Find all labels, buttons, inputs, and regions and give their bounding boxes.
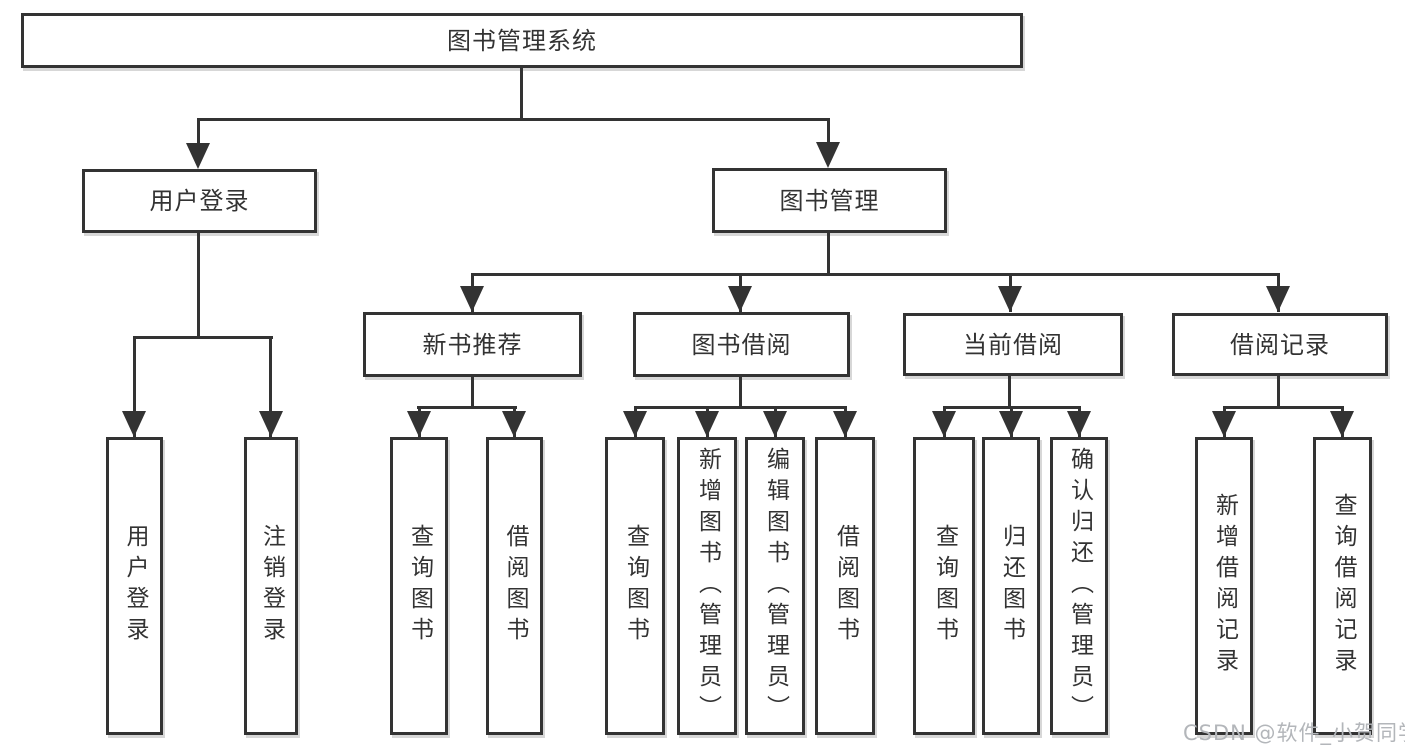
leaf-user-login: 用户登录: [106, 437, 163, 735]
node-borrow-records: 借阅记录: [1172, 313, 1388, 376]
node-library-system: 图书管理系统: [21, 13, 1023, 68]
connector-root-to-user: [197, 118, 200, 152]
connector-newrec-stem: [471, 377, 474, 408]
leaf-current-query-books: 查询图书: [913, 437, 975, 735]
node-book-borrow: 图书借阅: [633, 312, 850, 377]
arrow-down-icon: [999, 411, 1023, 437]
connector-user-bus: [133, 336, 273, 339]
arrow-down-icon: [407, 411, 431, 437]
connector-book-stem: [827, 233, 830, 275]
node-book-management: 图书管理: [712, 168, 947, 233]
arrow-down-icon: [460, 286, 484, 312]
connector-borrow-bus: [634, 406, 846, 409]
arrow-down-icon: [833, 411, 857, 437]
arrow-down-icon: [728, 286, 752, 312]
connector-root-bus: [197, 118, 830, 121]
connector-user-stem: [197, 233, 200, 338]
leaf-borrow-borrow-books: 借阅图书: [815, 437, 875, 735]
leaf-logout: 注销登录: [244, 437, 298, 735]
arrow-down-icon: [1330, 411, 1354, 437]
arrow-down-icon: [623, 411, 647, 437]
connector-user-to-login: [133, 336, 136, 437]
node-current-borrow: 当前借阅: [903, 313, 1123, 376]
leaf-borrow-query-books: 查询图书: [605, 437, 665, 735]
arrow-down-icon: [1067, 411, 1091, 437]
node-new-book-recommend: 新书推荐: [363, 312, 582, 377]
arrow-down-icon: [763, 411, 787, 437]
leaf-current-return-books: 归还图书: [982, 437, 1040, 735]
connector-records-bus: [1223, 406, 1344, 409]
arrow-down-icon: [122, 411, 146, 437]
connector-borrow-stem: [739, 377, 742, 408]
arrow-down-icon: [695, 411, 719, 437]
arrow-down-icon: [998, 286, 1022, 312]
arrow-down-icon: [932, 411, 956, 437]
leaf-current-confirm-return-admin: 确认归还（管理员）: [1050, 437, 1108, 735]
connector-records-stem: [1277, 376, 1280, 408]
arrow-down-icon: [1212, 411, 1236, 437]
node-user-login: 用户登录: [82, 169, 317, 233]
watermark: CSDN @软件_小贺同学: [1183, 721, 1405, 745]
connector-user-to-logout: [269, 336, 272, 437]
leaf-records-query-record: 查询借阅记录: [1313, 437, 1372, 735]
connector-current-stem: [1008, 376, 1011, 408]
connector-newrec-bus: [417, 406, 517, 409]
leaf-recommend-borrow-books: 借阅图书: [486, 437, 543, 735]
arrow-down-icon: [186, 143, 210, 169]
leaf-records-add-record: 新增借阅记录: [1195, 437, 1253, 735]
connector-root-to-book: [827, 118, 830, 152]
arrow-down-icon: [502, 411, 526, 437]
connector-book-bus: [471, 273, 1279, 276]
arrow-down-icon: [1266, 286, 1290, 312]
leaf-recommend-query-books: 查询图书: [390, 437, 448, 735]
arrow-down-icon: [816, 142, 840, 168]
arrow-down-icon: [259, 411, 283, 437]
leaf-borrow-edit-books-admin: 编辑图书（管理员）: [745, 437, 805, 735]
connector-root-stem: [520, 68, 523, 120]
leaf-borrow-add-books-admin: 新增图书（管理员）: [677, 437, 737, 735]
